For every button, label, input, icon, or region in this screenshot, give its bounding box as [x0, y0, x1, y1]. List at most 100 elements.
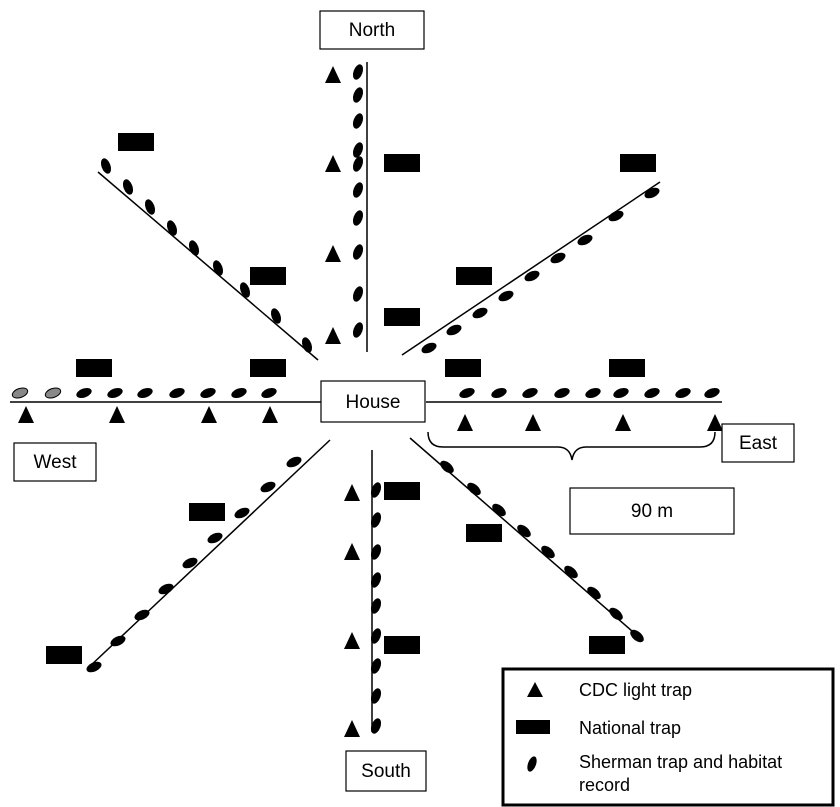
northeast-transect: [401, 181, 661, 356]
sherman-trap-marker: [554, 387, 570, 399]
national-trap-marker: [589, 636, 625, 654]
sherman-trap-marker: [370, 482, 382, 498]
sherman-trap-marker: [169, 387, 185, 399]
sherman-trap-marker: [134, 609, 150, 621]
sherman-trap-marker: [352, 286, 364, 302]
sherman-trap-marker: [608, 210, 624, 222]
sherman-trap-marker: [472, 307, 488, 319]
north-label: North: [349, 20, 395, 41]
cdc-light-trap-marker: [262, 406, 278, 423]
house-label: House: [346, 392, 401, 413]
sherman-trap-marker: [524, 270, 540, 282]
sherman-trap-marker: [498, 290, 514, 302]
sherman-trap-marker: [370, 544, 382, 560]
sherman-trap-marker: [188, 240, 200, 256]
sherman-trap-marker: [517, 524, 531, 538]
sherman-trap-marker: [200, 387, 216, 399]
sherman-trap-marker: [587, 586, 601, 600]
sherman-trap-marker: [459, 387, 475, 399]
sherman-trap-marker: [166, 220, 178, 236]
cdc-light-trap-marker: [109, 406, 125, 423]
cdc-light-trap-marker: [707, 414, 723, 431]
southwest-transect: [87, 439, 331, 669]
east-label-box: East: [721, 423, 795, 463]
sherman-trap-marker: [613, 387, 629, 399]
sherman-trap-marker: [491, 387, 507, 399]
west-label: West: [34, 452, 78, 473]
sherman-trap-marker: [492, 503, 506, 517]
national-trap-marker: [620, 154, 656, 172]
sherman-trap-marker: [370, 572, 382, 588]
sherman-trap-marker: [110, 635, 126, 647]
cdc-light-trap-marker: [615, 414, 631, 431]
sherman-trap-marker: [270, 308, 282, 324]
sherman-trap-marker: [352, 182, 364, 198]
sherman-trap-marker: [352, 64, 364, 80]
sherman-trap-marker: [261, 387, 277, 399]
sherman-trap-marker: [585, 387, 601, 399]
sherman-trap-marker: [352, 244, 364, 260]
legend-sherman-label-line1: Sherman trap and habitat: [579, 752, 782, 772]
northwest-transect: [97, 171, 319, 361]
triangle-icon: [527, 682, 543, 697]
sherman-trap-marker-grey: [11, 387, 29, 399]
sherman-trap-marker: [352, 142, 364, 158]
west-label-box: West: [13, 442, 97, 482]
sherman-trap-marker: [644, 187, 660, 199]
sherman-trap-marker: [370, 598, 382, 614]
national-trap-marker: [456, 267, 492, 285]
cdc-light-trap-marker: [201, 406, 217, 423]
sherman-trap-marker: [182, 557, 198, 569]
sherman-trap-marker: [207, 532, 223, 544]
legend-cdc-label: CDC light trap: [579, 680, 692, 700]
north-label-box: North: [319, 10, 425, 50]
sherman-trap-marker: [467, 482, 481, 496]
sherman-trap-marker: [675, 387, 691, 399]
legend: CDC light trap National trap Sherman tra…: [501, 667, 835, 807]
sherman-trap-marker: [122, 179, 134, 195]
legend-national-label: National trap: [579, 718, 681, 738]
sherman-trap-marker: [370, 628, 382, 644]
sherman-trap-marker: [370, 688, 382, 704]
cdc-light-trap-marker: [325, 66, 341, 83]
south-label: South: [361, 761, 411, 782]
sherman-trap-marker: [352, 156, 364, 172]
national-trap-marker: [384, 154, 420, 172]
national-trap-marker: [250, 359, 286, 377]
sherman-trap-marker: [352, 87, 364, 103]
sherman-trap-marker: [260, 481, 276, 493]
sherman-trap-marker-grey: [44, 387, 62, 399]
national-trap-marker: [384, 482, 420, 500]
cdc-light-trap-marker: [18, 406, 34, 423]
sherman-trap-marker: [370, 718, 382, 734]
distance-brace: [427, 431, 716, 461]
sherman-trap-marker: [550, 252, 566, 264]
sherman-trap-marker: [370, 658, 382, 674]
sherman-trap-marker: [107, 387, 123, 399]
cdc-light-trap-marker: [325, 327, 341, 344]
sherman-trap-marker: [86, 661, 102, 673]
sherman-trap-marker: [352, 322, 364, 338]
sherman-trap-marker: [100, 158, 112, 174]
sherman-trap-marker: [541, 545, 555, 559]
cdc-light-trap-marker: [344, 484, 360, 501]
sherman-trap-marker: [231, 387, 247, 399]
national-trap-marker: [384, 308, 420, 326]
sherman-trap-marker: [522, 387, 538, 399]
oval-icon: [527, 756, 537, 772]
national-trap-marker: [384, 636, 420, 654]
cdc-light-trap-marker: [325, 155, 341, 172]
national-trap-marker: [46, 646, 82, 664]
sherman-trap-marker: [440, 460, 454, 474]
cdc-light-trap-marker: [457, 414, 473, 431]
trap-markers: [11, 64, 723, 737]
national-trap-marker: [250, 267, 286, 285]
cdc-light-trap-marker: [325, 245, 341, 262]
national-trap-marker: [76, 359, 112, 377]
sherman-trap-marker: [137, 387, 153, 399]
sherman-trap-marker: [564, 565, 578, 579]
cdc-light-trap-marker: [344, 632, 360, 649]
distance-label: 90 m: [631, 501, 673, 522]
cdc-light-trap-marker: [525, 414, 541, 431]
national-trap-marker: [609, 359, 645, 377]
